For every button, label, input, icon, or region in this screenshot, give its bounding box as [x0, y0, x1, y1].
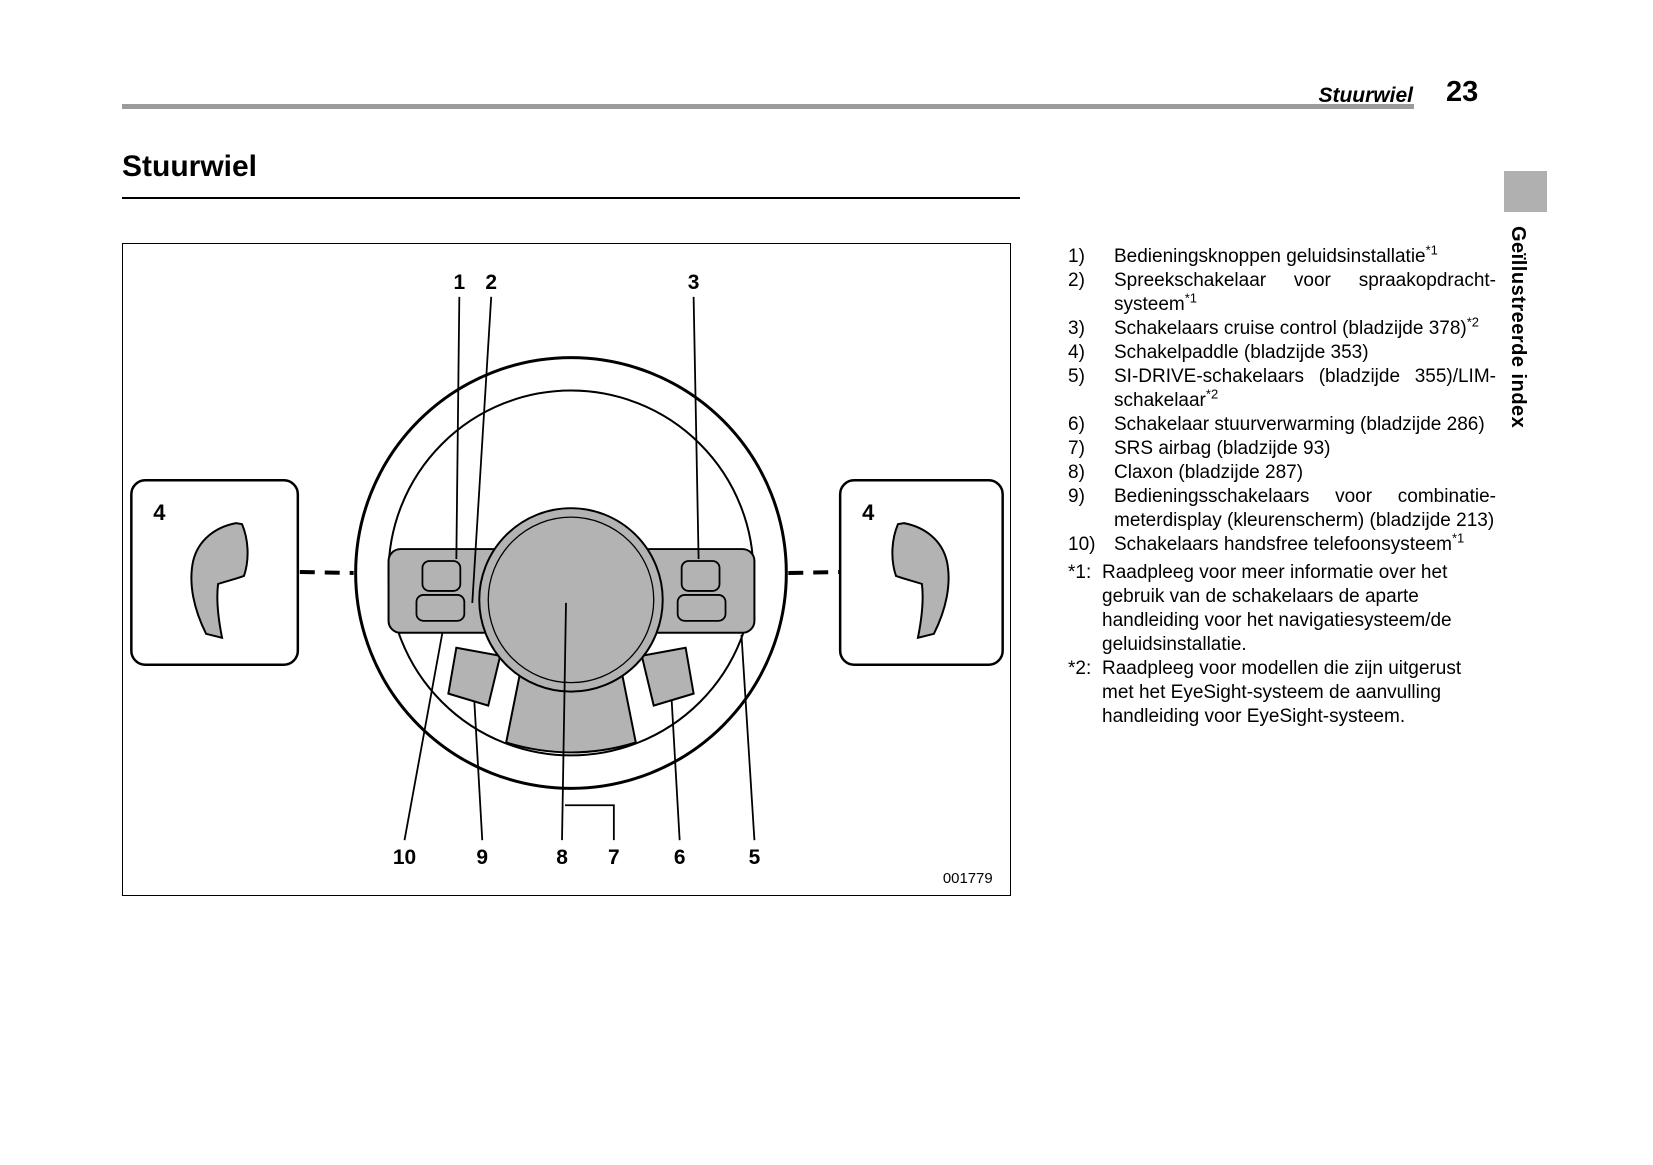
legend-item: 3) Schakelaars cruise control (bladzijde … — [1068, 314, 1496, 341]
legend-item-text-main: Bedieningsknoppen geluidsinstallatie — [1114, 246, 1426, 267]
side-tab-block — [1504, 171, 1547, 212]
legend-notes: *1: Raadpleeg voor meer informatie over h… — [1068, 561, 1496, 729]
legend-item-text-main: SRS airbag (bladzijde 93) — [1114, 438, 1331, 459]
figure-code: 001779 — [943, 870, 993, 887]
legend-item-text-main: Claxon (bladzijde 287) — [1114, 462, 1304, 483]
legend-item-number: 10) — [1068, 534, 1096, 555]
legend-item-sup: *1 — [1184, 290, 1198, 306]
callout-7: 7 — [608, 846, 620, 869]
legend-item: 1) Bedieningsknoppen geluidsinstallatie*1 — [1068, 242, 1496, 269]
legend-item-sup: *1 — [1451, 530, 1465, 546]
leader-1 — [455, 296, 461, 560]
legend-item-number: 5) — [1068, 366, 1085, 387]
callout-4-left: 4 — [153, 500, 166, 525]
legend-item-number: 6) — [1068, 414, 1085, 435]
legend-item-text: Schakelaars handsfree telefoonsys­teem*1 — [1114, 530, 1496, 557]
left-switch-bottom — [415, 594, 466, 622]
legend-item-text: Spreekschakelaar voor spraakopdracht­sys… — [1114, 269, 1496, 317]
leader-5 — [740, 634, 756, 841]
leader-2 — [471, 296, 493, 603]
leader-8 — [561, 602, 567, 841]
leader-7 — [565, 804, 615, 841]
right-dashed-connector — [788, 569, 841, 575]
legend-item-number: 2) — [1068, 270, 1085, 291]
legend-item: 7) SRS airbag (bladzijde 93) — [1068, 437, 1496, 461]
leader-3 — [692, 296, 700, 560]
legend-item: 4) Schakelpaddle (bladzijde 353) — [1068, 341, 1496, 365]
legend-item-text-main: Schakelaar stuurverwarming (bladzijde 28… — [1114, 414, 1485, 435]
legend-item: 8) Claxon (bladzijde 287) — [1068, 461, 1496, 485]
legend-item: 5) SI-DRIVE-schakelaars (bladzijde 355)/L… — [1068, 365, 1496, 413]
header-rule — [122, 104, 1414, 109]
page-title: Stuurwiel — [122, 150, 258, 183]
running-title: Stuurwiel — [1318, 84, 1413, 107]
legend-item-sup: *2 — [1466, 314, 1480, 330]
legend-item-sup: *1 — [1425, 242, 1438, 258]
legend-item-text-main: Spreekschakelaar voor spraakopdracht­sys… — [1114, 270, 1496, 315]
legend-item-number: 7) — [1068, 438, 1085, 459]
legend-item: 6) Schakelaar stuurverwarming (bladzijde … — [1068, 413, 1496, 437]
footnote-text: Raadpleeg voor meer informatie over het … — [1102, 562, 1452, 655]
legend-item-number: 9) — [1068, 486, 1085, 507]
callout-6: 6 — [674, 846, 686, 869]
legend-item-number: 8) — [1068, 462, 1085, 483]
steering-wheel-figure: 1 2 3 4 4 10 9 8 7 6 5 001779 — [122, 243, 1011, 896]
legend: 1)Bedieningsknoppen geluidsinstallatie*1… — [1068, 242, 1496, 729]
legend-item-number: 4) — [1068, 342, 1085, 363]
legend-item-text: Bedieningsschakelaars voor combinatie­me… — [1114, 485, 1496, 533]
right-paddle-illustration — [891, 522, 950, 640]
legend-item-number: 1) — [1068, 246, 1085, 267]
right-rear-switch-stalk — [640, 646, 695, 707]
callout-10: 10 — [393, 846, 416, 869]
lower-spoke-cover — [505, 671, 637, 754]
legend-item-text-main: Schakelaars handsfree telefoonsys­teem — [1114, 534, 1452, 555]
footnote: *1: Raadpleeg voor meer informatie over h… — [1068, 561, 1496, 657]
left-switch-top — [421, 560, 462, 592]
legend-item: 2) Spreekschakelaar voor spraakopdracht­s… — [1068, 269, 1496, 317]
callout-5: 5 — [749, 846, 761, 869]
airbag-horn-pad — [478, 507, 664, 693]
left-paddle-illustration — [190, 522, 249, 640]
leader-6 — [670, 700, 681, 841]
legend-item-number: 3) — [1068, 318, 1085, 339]
callout-9: 9 — [476, 846, 488, 869]
left-rear-switch-stalk — [447, 646, 502, 707]
legend-item-text-main: SI-DRIVE-schakelaars (bladzijde 355)/LIM… — [1114, 366, 1496, 411]
section-underline — [122, 197, 1020, 199]
legend-item-text-main: Bedieningsschakelaars voor combinatie­me… — [1114, 486, 1496, 531]
legend-item-text: Schakelaar stuurverwarming (bladzijde 28… — [1114, 413, 1496, 437]
legend-item-text: Schakelaars cruise control (bladzijde 37… — [1114, 314, 1496, 341]
legend-item-text: Schakelpaddle (bladzijde 353) — [1114, 341, 1496, 365]
callout-1: 1 — [454, 271, 466, 294]
callout-8: 8 — [556, 846, 568, 869]
legend-item-sup: *2 — [1205, 386, 1219, 402]
footnote-marker: *1: — [1068, 562, 1092, 583]
legend-item-text-main: Schakelpaddle (bladzijde 353) — [1114, 342, 1369, 363]
legend-item-text-main: Schakelaars cruise control (bladzijde 37… — [1114, 318, 1467, 339]
side-tab-label: Geïllustreerde index — [1507, 226, 1529, 429]
airbag-pad-inner-line — [487, 516, 655, 684]
steering-wheel-diagram: 1 2 3 4 4 10 9 8 7 6 5 001779 — [130, 271, 1004, 887]
legend-item: 9) Bedieningsschakelaars voor combinatie­… — [1068, 485, 1496, 533]
callout-3: 3 — [688, 271, 700, 294]
legend-item-text: SI-DRIVE-schakelaars (bladzijde 355)/LIM… — [1114, 365, 1496, 413]
legend-item-text: Bedieningsknoppen geluidsinstallatie*1 — [1114, 242, 1496, 269]
footnote: *2: Raadpleeg voor modellen die zijn uitg… — [1068, 657, 1496, 729]
left-dashed-connector — [299, 569, 354, 575]
callout-4-right: 4 — [862, 500, 875, 525]
right-switch-top — [680, 560, 721, 592]
leader-9 — [473, 700, 484, 841]
legend-item-text: Claxon (bladzijde 287) — [1114, 461, 1496, 485]
page-number: 23 — [1446, 76, 1479, 108]
legend-item-text: SRS airbag (bladzijde 93) — [1114, 437, 1496, 461]
leader-10 — [403, 632, 444, 841]
footnote-marker: *2: — [1068, 658, 1092, 679]
footnote-text: Raadpleeg voor modellen die zijn uitgeru… — [1102, 658, 1462, 727]
right-switch-bottom — [676, 594, 727, 622]
legend-item: 10) Schakelaars handsfree telefoonsys­tee… — [1068, 530, 1496, 557]
callout-2: 2 — [485, 271, 497, 294]
